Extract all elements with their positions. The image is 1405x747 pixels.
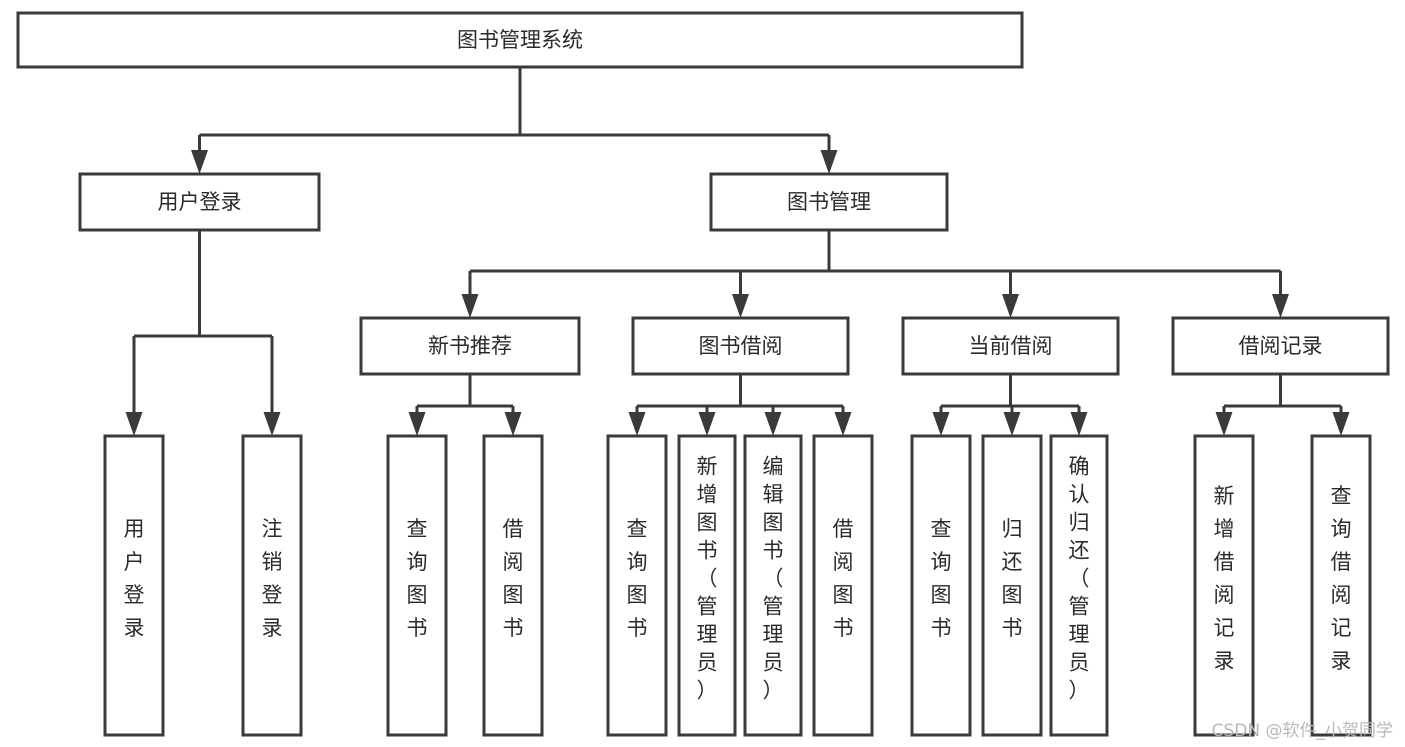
arrow-head-leaf-query-book-1 [408, 412, 426, 436]
node-root[interactable]: 图书管理系统 [16, 11, 1024, 69]
arrow-head-leaf-borrow-book-2 [834, 412, 852, 436]
node-label-leaf-query-record: 查询借阅记录 [1331, 484, 1352, 673]
connector-group-book-borrow [628, 374, 852, 436]
node-label-leaf-add-book: 新增图书（管理员） [697, 455, 718, 703]
node-box-root[interactable] [16, 11, 1024, 69]
connector-group-book-manage [461, 230, 1289, 318]
node-label-new-book-rec: 新书推荐 [428, 334, 512, 358]
node-box-book-manage[interactable] [709, 172, 949, 232]
node-book-manage[interactable]: 图书管理 [709, 172, 949, 232]
node-box-current-borrow[interactable] [901, 316, 1120, 376]
node-label-leaf-confirm-return: 确认归还（管理员） [1069, 455, 1090, 703]
node-box-leaf-user-login[interactable] [103, 434, 165, 737]
arrow-head-leaf-query-book-2 [628, 412, 646, 436]
arrow-head-leaf-return-book [1003, 412, 1021, 436]
node-box-leaf-return-book[interactable] [981, 434, 1043, 737]
node-new-book-rec[interactable]: 新书推荐 [359, 316, 581, 376]
arrow-head-leaf-edit-book [764, 412, 782, 436]
node-label-leaf-query-book-3: 查询图书 [931, 517, 952, 640]
node-box-leaf-query-book-1[interactable] [386, 434, 448, 737]
node-leaf-query-book-2[interactable]: 查询图书 [606, 434, 668, 737]
node-box-user-login[interactable] [78, 172, 321, 232]
arrow-head-book-borrow [732, 294, 749, 318]
arrow-head-leaf-query-book-3 [932, 412, 950, 436]
node-leaf-confirm-return[interactable]: 确认归还（管理员） [1049, 434, 1109, 737]
node-leaf-edit-book[interactable]: 编辑图书（管理员） [743, 434, 803, 737]
node-box-leaf-edit-book[interactable] [743, 434, 803, 737]
node-label-leaf-edit-book: 编辑图书（管理员） [763, 455, 784, 703]
node-box-leaf-logout[interactable] [241, 434, 303, 737]
node-label-current-borrow: 当前借阅 [969, 334, 1053, 358]
node-leaf-borrow-book-2[interactable]: 借阅图书 [812, 434, 874, 737]
node-leaf-user-login[interactable]: 用户登录 [103, 434, 165, 737]
node-label-book-manage: 图书管理 [787, 190, 871, 214]
node-leaf-borrow-book-1[interactable]: 借阅图书 [482, 434, 544, 737]
arrow-head-current-borrow [1002, 294, 1019, 318]
connector-group-current-borrow [932, 374, 1088, 436]
arrow-head-leaf-query-record [1332, 412, 1350, 436]
node-user-login[interactable]: 用户登录 [78, 172, 321, 232]
node-label-leaf-add-record: 新增借阅记录 [1214, 484, 1235, 673]
node-label-user-login: 用户登录 [158, 190, 242, 214]
node-leaf-return-book[interactable]: 归还图书 [981, 434, 1043, 737]
node-label-leaf-query-book-2: 查询图书 [627, 517, 648, 640]
connector-group-borrow-record [1215, 374, 1350, 436]
node-current-borrow[interactable]: 当前借阅 [901, 316, 1120, 376]
arrow-head-book-manage [820, 150, 838, 174]
connector-group-root [191, 67, 838, 174]
arrow-head-new-book-rec [461, 294, 479, 318]
node-label-leaf-query-book-1: 查询图书 [407, 517, 428, 640]
node-leaf-query-record[interactable]: 查询借阅记录 [1310, 434, 1372, 737]
node-box-leaf-add-book[interactable] [677, 434, 737, 737]
node-leaf-add-book[interactable]: 新增图书（管理员） [677, 434, 737, 737]
arrow-head-borrow-record [1272, 294, 1289, 318]
arrow-head-leaf-add-record [1215, 412, 1233, 436]
arrow-head-user-login [191, 150, 208, 174]
node-box-book-borrow[interactable] [631, 316, 850, 376]
node-book-borrow[interactable]: 图书借阅 [631, 316, 850, 376]
node-layer: 图书管理系统用户登录图书管理新书推荐图书借阅当前借阅借阅记录用户登录注销登录查询… [16, 11, 1390, 737]
node-box-leaf-confirm-return[interactable] [1049, 434, 1109, 737]
node-leaf-query-book-3[interactable]: 查询图书 [910, 434, 972, 737]
node-label-borrow-record: 借阅记录 [1239, 334, 1323, 358]
node-label-leaf-logout: 注销登录 [262, 517, 283, 640]
node-box-leaf-query-record[interactable] [1310, 434, 1372, 737]
node-box-leaf-add-record[interactable] [1193, 434, 1255, 737]
arrow-head-leaf-user-login [125, 412, 143, 436]
node-box-leaf-query-book-2[interactable] [606, 434, 668, 737]
node-box-leaf-borrow-book-1[interactable] [482, 434, 544, 737]
csdn-watermark: CSDN @软件_小贺同学 [1211, 721, 1393, 741]
node-label-leaf-user-login: 用户登录 [124, 517, 145, 640]
connector-layer [125, 67, 1350, 436]
node-box-borrow-record[interactable] [1171, 316, 1390, 376]
node-label-book-borrow: 图书借阅 [699, 334, 783, 358]
node-borrow-record[interactable]: 借阅记录 [1171, 316, 1390, 376]
node-leaf-query-book-1[interactable]: 查询图书 [386, 434, 448, 737]
node-label-leaf-borrow-book-2: 借阅图书 [833, 517, 854, 640]
arrow-head-leaf-confirm-return [1070, 412, 1088, 436]
node-leaf-add-record[interactable]: 新增借阅记录 [1193, 434, 1255, 737]
node-label-root: 图书管理系统 [457, 28, 583, 52]
node-label-leaf-return-book: 归还图书 [1002, 517, 1023, 640]
node-label-leaf-borrow-book-1: 借阅图书 [503, 517, 524, 640]
connector-group-new-book-rec [408, 374, 522, 436]
node-box-new-book-rec[interactable] [359, 316, 581, 376]
connector-group-user-login [125, 230, 281, 436]
arrow-head-leaf-borrow-book-1 [504, 412, 522, 436]
node-leaf-logout[interactable]: 注销登录 [241, 434, 303, 737]
arrow-head-leaf-logout [263, 412, 281, 436]
node-box-leaf-query-book-3[interactable] [910, 434, 972, 737]
arrow-head-leaf-add-book [698, 412, 716, 436]
node-box-leaf-borrow-book-2[interactable] [812, 434, 874, 737]
